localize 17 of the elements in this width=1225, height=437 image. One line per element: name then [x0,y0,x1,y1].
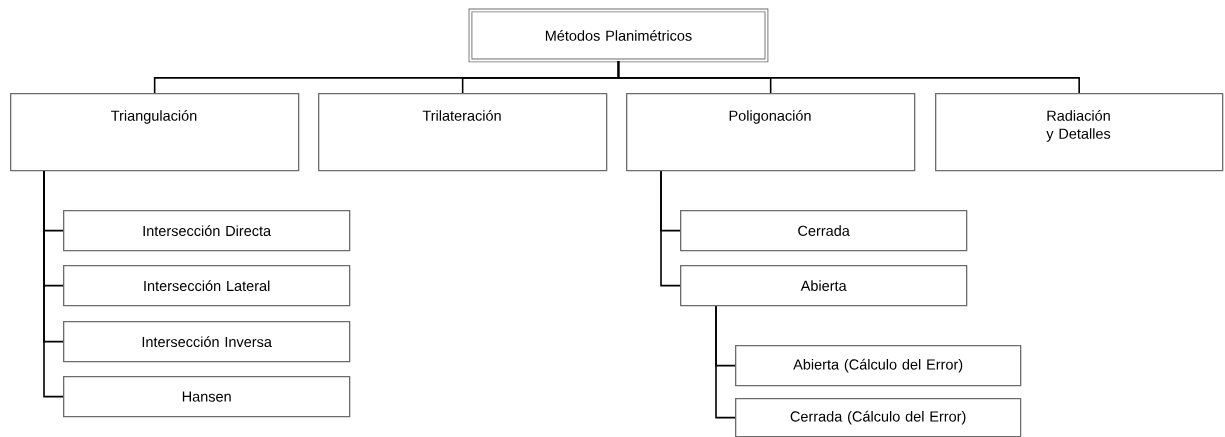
category-box: Trilateración [318,93,608,172]
category-box: Cerrada (Cálculo del Error) [735,398,1022,437]
branch-line [660,170,681,287]
category-box: Abierta [680,265,968,307]
category-box: Poligonación [626,93,916,172]
category-box: Radiación y Detalles [935,93,1224,172]
category-box: Intersección Inversa [63,321,351,363]
connector-line [617,60,1080,94]
category-box: Abierta (Cálculo del Error) [735,345,1022,387]
category-box: Intersección Directa [63,210,351,252]
branch-line [43,170,64,398]
category-box: Cerrada [680,210,968,252]
branch-line [715,305,736,419]
category-box: Triangulación [10,93,300,172]
category-box: Hansen [63,376,351,418]
category-box: Intersección Lateral [63,265,351,307]
title-box: Métodos Planimétricos [468,8,769,63]
